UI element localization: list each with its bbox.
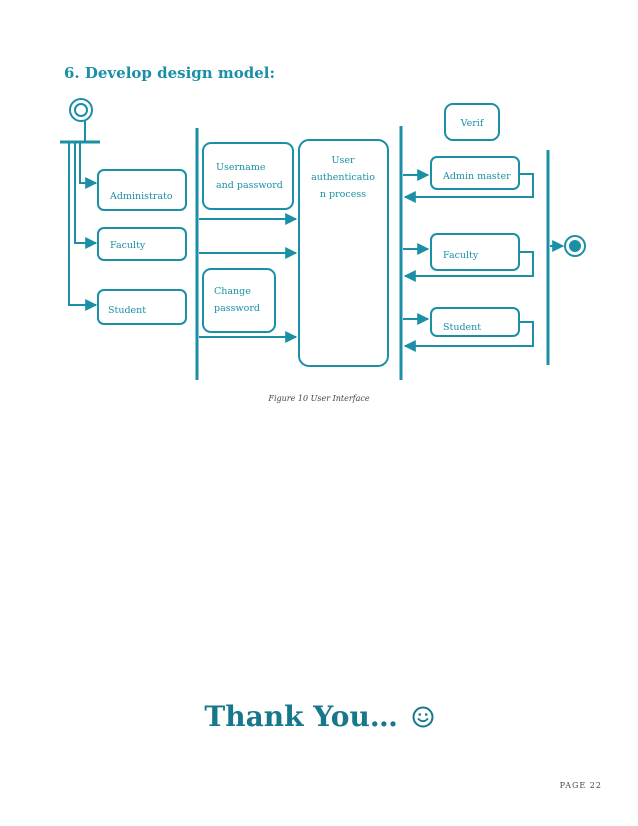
actor-student-box bbox=[97, 289, 187, 325]
authentication-process-box bbox=[298, 139, 389, 367]
actor-faculty-label: Faculty bbox=[110, 240, 146, 251]
page-number: PAGE 22 bbox=[559, 781, 602, 790]
closing-text: Thank You… bbox=[204, 700, 398, 733]
username-label-line1: Username bbox=[216, 162, 266, 173]
closing-line: Thank You… bbox=[0, 700, 638, 733]
figure-caption: Figure 10 User Interface bbox=[268, 394, 370, 403]
actor-administrator-box bbox=[97, 169, 187, 211]
process-label-line1: User bbox=[331, 155, 355, 166]
section-heading: 6. Develop design model: bbox=[64, 64, 276, 82]
change-password-label-line1: Change bbox=[214, 286, 251, 297]
username-password-box bbox=[202, 142, 294, 210]
output-faculty-label: Faculty bbox=[443, 250, 479, 261]
username-label-line2: and password bbox=[216, 180, 283, 191]
process-label-line3: n process bbox=[320, 189, 366, 200]
actor-administrator-label: Administrato bbox=[109, 191, 173, 202]
verif-label: Verif bbox=[460, 118, 485, 129]
process-label-line2: authenticatio bbox=[311, 172, 375, 183]
smiley-icon bbox=[412, 706, 434, 728]
actor-student-label: Student bbox=[108, 305, 146, 316]
change-password-box bbox=[202, 268, 276, 333]
end-node bbox=[564, 235, 586, 257]
change-password-label-line2: password bbox=[214, 303, 260, 314]
output-student-label: Student bbox=[443, 322, 481, 333]
actor-faculty-box bbox=[97, 227, 187, 261]
start-node bbox=[69, 98, 93, 122]
verif-box bbox=[444, 103, 500, 141]
admin-master-label: Admin master bbox=[442, 171, 511, 182]
